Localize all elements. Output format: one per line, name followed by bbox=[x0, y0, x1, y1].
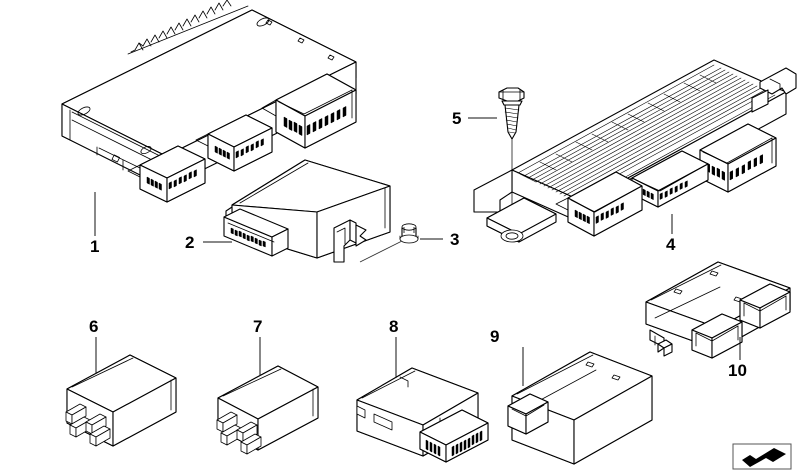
part-1-connector-c bbox=[127, 145, 206, 203]
callout-10-label: 10 bbox=[728, 361, 747, 380]
callout-4: 4 bbox=[666, 214, 676, 254]
callout-6: 6 bbox=[89, 317, 98, 374]
part-6-terminals bbox=[65, 403, 111, 447]
callout-3: 3 bbox=[420, 230, 459, 249]
callout-7: 7 bbox=[253, 317, 262, 376]
part-4-fin-ribs bbox=[519, 74, 717, 183]
part-2-mounting-bracket bbox=[333, 219, 367, 263]
part-10-socket-a bbox=[739, 283, 791, 329]
part-2-connector bbox=[223, 208, 289, 257]
part-4-connector-b bbox=[619, 150, 709, 208]
part-8-edge-connector bbox=[419, 409, 489, 463]
part-3-rubber-grommet-nut[interactable] bbox=[359, 223, 419, 263]
part-10-spring-clip bbox=[649, 329, 673, 357]
part-9-module-plain-box[interactable] bbox=[507, 351, 653, 465]
callout-4-label: 4 bbox=[666, 235, 676, 254]
callout-1: 1 bbox=[90, 192, 99, 256]
callout-10: 10 bbox=[728, 337, 747, 380]
callout-8: 8 bbox=[389, 317, 398, 378]
callout-2-label: 2 bbox=[185, 233, 194, 252]
part-7-terminals bbox=[216, 411, 262, 455]
part-10-socket-b bbox=[691, 313, 743, 359]
callout-3-label: 3 bbox=[450, 230, 459, 249]
part-4-connector-c bbox=[555, 171, 643, 237]
part-6-relay-small-a[interactable] bbox=[65, 354, 177, 447]
part-8-module-with-connector[interactable] bbox=[356, 367, 489, 463]
callout-9-label: 9 bbox=[490, 327, 499, 346]
part-2-connector-pins bbox=[230, 227, 266, 248]
part-4-finned-control-module[interactable] bbox=[473, 59, 797, 243]
callout-1-label: 1 bbox=[90, 237, 99, 256]
callout-8-label: 8 bbox=[389, 317, 398, 336]
callout-5-label: 5 bbox=[452, 109, 461, 128]
part-1-connector-b bbox=[195, 114, 273, 172]
part-1-fin-edge bbox=[130, 0, 232, 53]
callout-9: 9 bbox=[490, 327, 524, 386]
part-2-control-unit-boxed[interactable] bbox=[223, 159, 391, 263]
part-10-dual-socket-module[interactable] bbox=[645, 261, 791, 359]
corner-logo bbox=[732, 443, 792, 470]
part-5-mounting-screw[interactable] bbox=[498, 87, 525, 237]
part-4-right-lug bbox=[751, 67, 797, 113]
part-5-screw-threads bbox=[504, 107, 520, 134]
part-4-mounting-tab bbox=[486, 197, 557, 243]
part-9-side-plug bbox=[507, 393, 549, 435]
callout-6-label: 6 bbox=[89, 317, 98, 336]
part-7-relay-small-b[interactable] bbox=[216, 365, 319, 455]
corner-logo-glyph bbox=[742, 448, 786, 467]
part-1-connector-a bbox=[261, 73, 357, 149]
part-8-connector-pins bbox=[425, 430, 483, 457]
callout-2: 2 bbox=[185, 233, 232, 252]
callout-7-label: 7 bbox=[253, 317, 262, 336]
part-1-connector-a-pins bbox=[283, 105, 347, 137]
part-1-body-control-module-large[interactable] bbox=[61, 0, 357, 203]
part-3-assembly-line bbox=[359, 240, 403, 263]
callout-5: 5 bbox=[452, 109, 497, 128]
